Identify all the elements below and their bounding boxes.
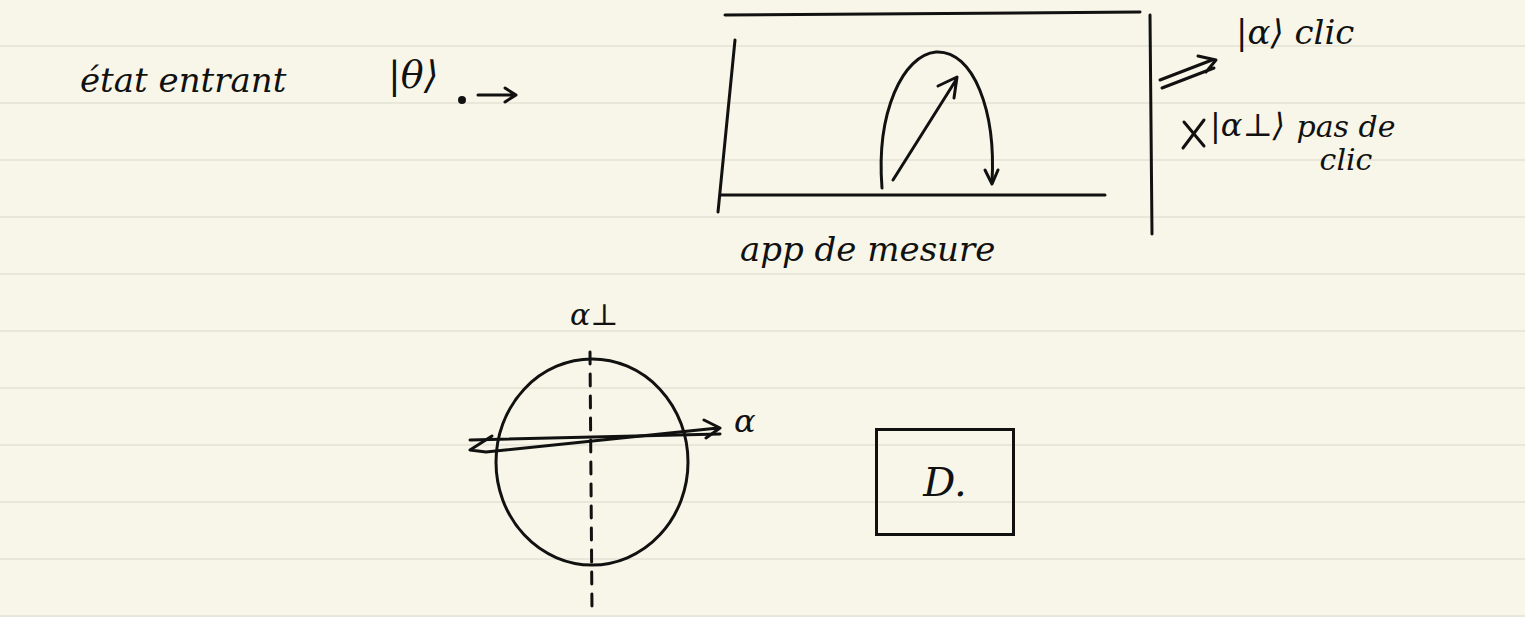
output-label: |α⊥⟩ (1210, 108, 1285, 143)
meter-needle (893, 77, 957, 180)
ruled-line (0, 102, 1525, 103)
horizontal-axis (470, 434, 720, 440)
axis-label: α⊥ (570, 298, 618, 331)
ruled-line (0, 216, 1525, 217)
alpha-vector (470, 420, 720, 452)
box-text: D. (923, 460, 966, 504)
input-label: état entrant (80, 62, 286, 99)
ruled-line (0, 501, 1525, 502)
apparatus-outline (715, 12, 1155, 237)
meter-dial-tick (985, 170, 998, 184)
ruled-line (0, 273, 1525, 274)
dashed-axis (590, 352, 592, 612)
ruled-line (0, 159, 1525, 160)
ruled-line (0, 444, 1525, 445)
apparatus-caption: app de mesure (740, 229, 995, 270)
measurement-apparatus: app de mesure (715, 12, 1155, 237)
apparatus-border (718, 12, 1152, 234)
ink-dot (460, 98, 465, 103)
output-arrow (1160, 56, 1216, 88)
ket-label: |θ⟩ (388, 55, 439, 97)
boxed-note: D. (875, 428, 1015, 536)
output-label: |α⟩ clic (1236, 14, 1354, 51)
ruled-line (0, 387, 1525, 388)
ruled-line (0, 558, 1525, 559)
input-arrow (478, 88, 516, 102)
ruled-lines (0, 46, 1525, 616)
cross-mark (1183, 120, 1204, 148)
ruled-line (0, 330, 1525, 331)
axis-label: α (734, 404, 756, 439)
meter-dial (881, 52, 992, 188)
ruled-line (0, 615, 1525, 616)
output-label: pas de clic (1294, 110, 1398, 176)
